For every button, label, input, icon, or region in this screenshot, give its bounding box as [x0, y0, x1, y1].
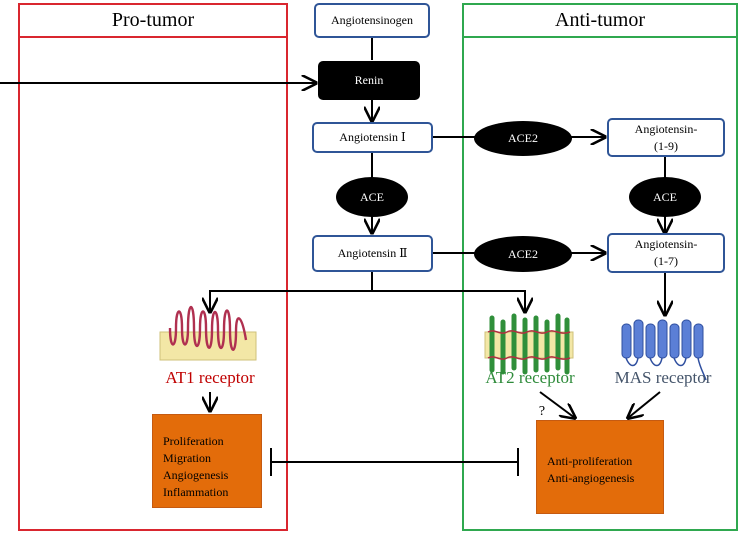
angiotensin-1-9-line2: (1-9): [654, 138, 678, 153]
anti-tumor-effects-box: Anti-proliferation Anti-angiogenesis: [536, 420, 664, 514]
effect-migration: Migration: [163, 451, 211, 465]
effect-anti-proliferation: Anti-proliferation: [547, 454, 633, 468]
at2-to-anti-effects-arrow: [539, 391, 575, 418]
at1-receptor-label: AT1 receptor: [165, 368, 255, 387]
question-mark: ?: [538, 404, 546, 419]
mas-to-anti-effects-arrow: [628, 391, 661, 418]
angiotensin-1-9-line1: Angiotensin-: [634, 121, 698, 136]
effect-proliferation: Proliferation: [163, 434, 224, 448]
ace2-top-enzyme: ACE2: [474, 121, 572, 156]
anti-tumor-panel: Anti-tumor: [462, 3, 738, 531]
angiotensin-1-node: Angiotensin Ⅰ: [312, 122, 433, 153]
ace2-bottom-enzyme: ACE2: [474, 236, 572, 272]
to-at1-arrow: [210, 290, 525, 312]
angiotensin-1-7-line2: (1-7): [654, 254, 678, 268]
effect-angiogenesis: Angiogenesis: [163, 468, 229, 482]
to-at2-arrow: [372, 290, 525, 312]
renin-node: Renin: [318, 61, 420, 100]
ace-left-enzyme: ACE: [336, 177, 408, 217]
at2-receptor-label: AT2 receptor: [485, 368, 575, 387]
angiotensin-1-9-node: Angiotensin- (1-9): [607, 118, 725, 157]
effect-anti-angiogenesis: Anti-angiogenesis: [547, 471, 635, 485]
angiotensin-1-7-node: Angiotensin- (1-7): [607, 233, 725, 273]
angiotensinogen-node: Angiotensinogen: [314, 3, 430, 38]
mas-receptor-label: MAS receptor: [614, 368, 712, 387]
ace-right-enzyme: ACE: [629, 177, 701, 217]
pro-tumor-effects-box: Proliferation Migration Angiogenesis Inf…: [152, 414, 262, 508]
anti-tumor-title: Anti-tumor: [464, 5, 736, 38]
effect-inflammation: Inflammation: [163, 485, 229, 499]
pro-tumor-title: Pro-tumor: [20, 5, 286, 38]
angiotensin-1-7-line1: Angiotensin-: [634, 237, 698, 251]
pro-tumor-panel: Pro-tumor: [18, 3, 288, 531]
angiotensin-2-node: Angiotensin Ⅱ: [312, 235, 433, 272]
